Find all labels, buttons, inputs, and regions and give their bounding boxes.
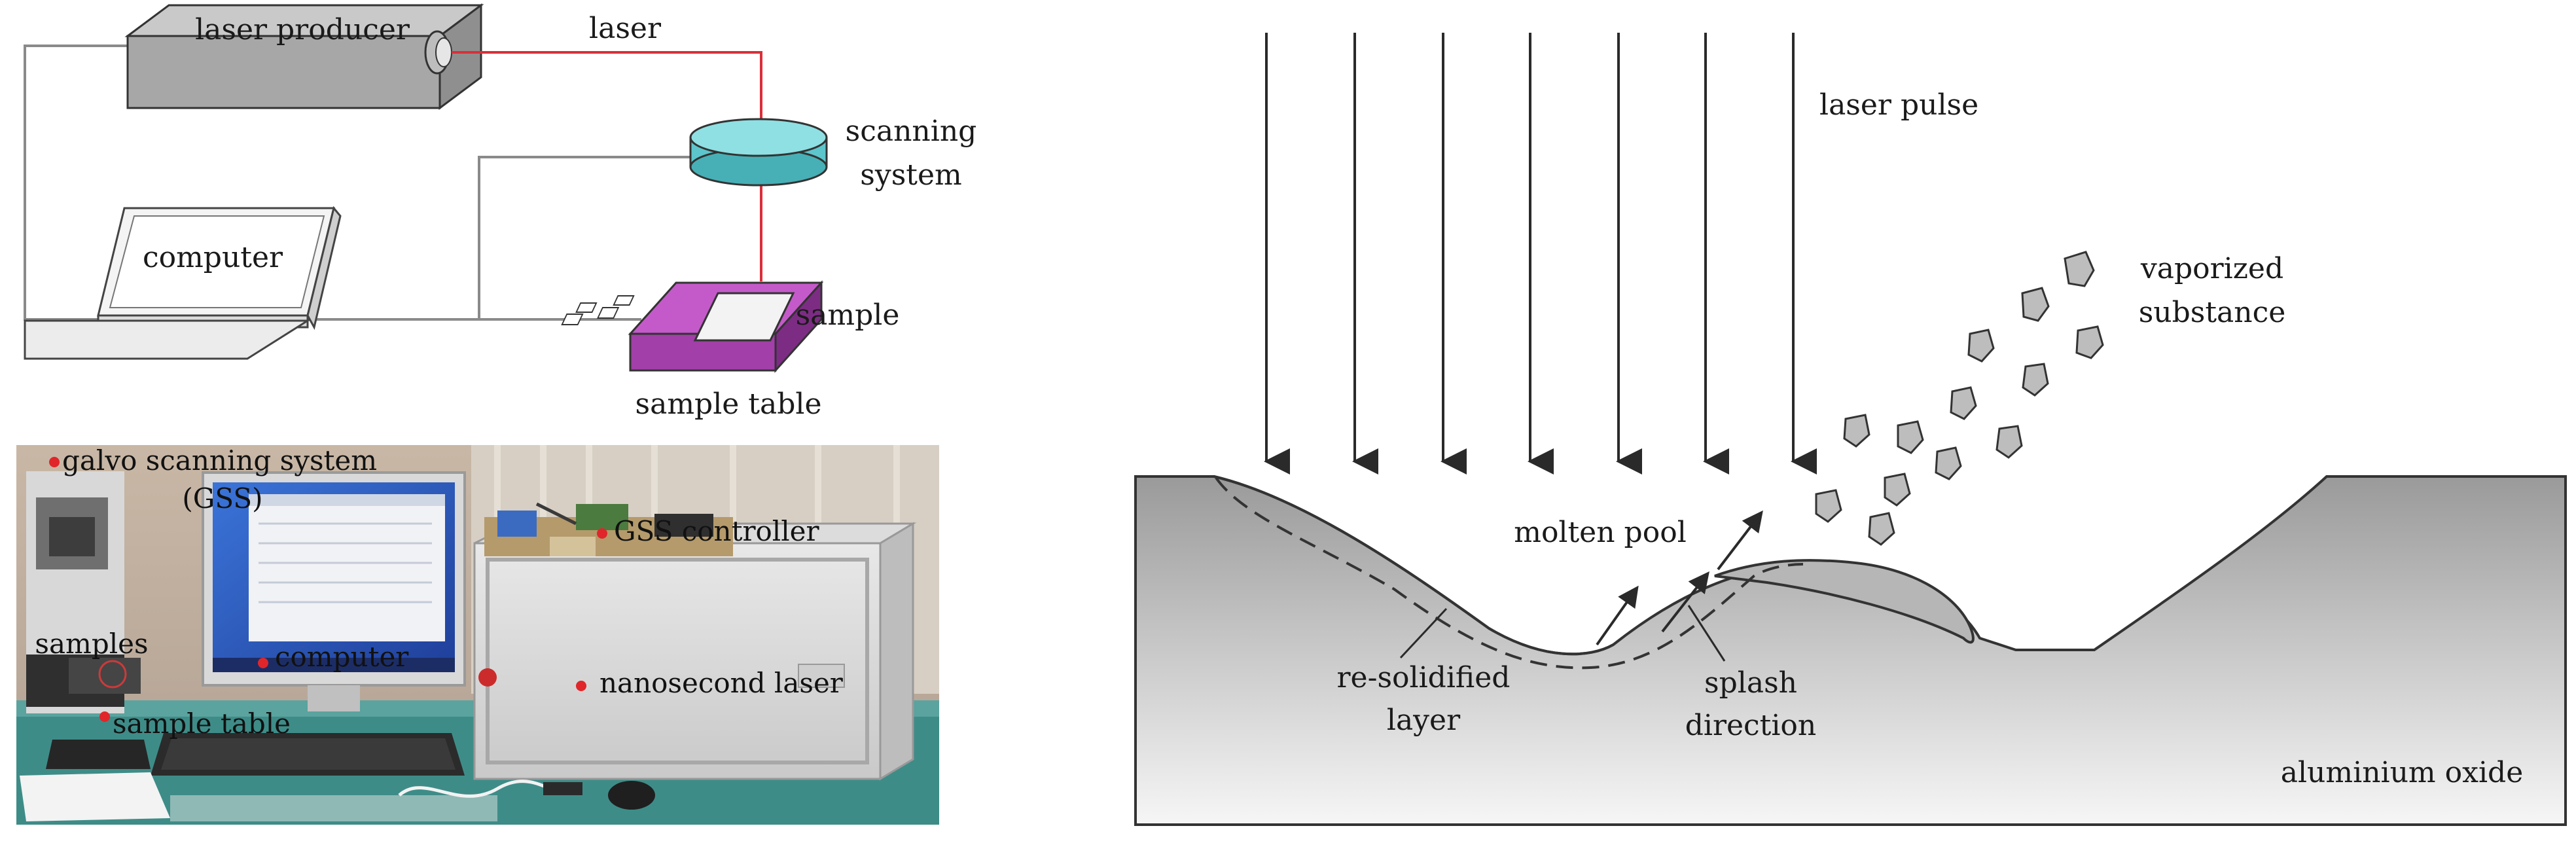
marker-computer (258, 658, 268, 668)
particle (1950, 386, 1977, 420)
computer-laptop (24, 206, 342, 360)
vaporized-particles (1815, 251, 2104, 546)
scanning-system (689, 118, 828, 187)
label-aluminium-oxide: aluminium oxide (2281, 756, 2523, 789)
particle (2022, 363, 2049, 397)
photo-monitor (202, 471, 466, 711)
photo-gss-controller (484, 502, 733, 556)
label-computer: computer (143, 241, 283, 274)
particle (1967, 329, 1995, 363)
label-sample: sample (796, 298, 900, 332)
wire-scanner-to-computer (478, 156, 694, 319)
label-photo-gss-1: galvo scanning system (62, 444, 377, 476)
laser-producer (124, 3, 484, 110)
particle (2064, 251, 2095, 287)
particle (1884, 473, 1911, 507)
label-molten-pool: molten pool (1514, 516, 1687, 549)
particle (2075, 325, 2104, 359)
laser-beam (452, 51, 762, 281)
particle (1843, 414, 1870, 448)
particle (1935, 446, 1962, 480)
label-photo-samples: samples (35, 628, 148, 660)
label-laser-producer: laser producer (195, 13, 410, 46)
particle (1995, 425, 2023, 459)
marker-nanosecond-laser (576, 681, 586, 691)
label-photo-sample-table: sample table (113, 708, 291, 740)
photo-nanosecond-laser (473, 522, 917, 781)
sample-table (561, 280, 824, 373)
label-photo-gss-controller: GSS controller (614, 515, 820, 547)
label-photo-nanosecond-laser: nanosecond laser (599, 667, 844, 699)
sample-plate (561, 292, 795, 342)
splash-arrows (1596, 510, 1763, 646)
setup-schematic: laser producer laser scanning system com… (24, 3, 977, 421)
ablation-diagram: laser pulse vaporized substance molten p… (1134, 33, 2567, 826)
resolidified-boundary (1215, 476, 1804, 670)
label-resolidified-1: re-solidified (1337, 661, 1511, 694)
photo-keyboard (46, 733, 465, 776)
setup-photo: galvo scanning system (GSS) GSS controll… (16, 444, 939, 825)
photo-mouse (608, 781, 655, 810)
label-vaporized-1: vaporized (2140, 252, 2283, 285)
label-scanning-system-2: system (860, 158, 961, 192)
laser-pulse-arrows (1264, 33, 1817, 475)
marker-sample-table (99, 711, 110, 722)
label-photo-gss-2: (GSS) (182, 482, 262, 514)
label-laser: laser (589, 12, 662, 45)
particle (2021, 287, 2050, 322)
label-splash-2: direction (1685, 709, 1817, 742)
label-splash-1: splash (1704, 666, 1797, 700)
particle (1815, 489, 1842, 523)
particle (1897, 420, 1924, 454)
label-laser-pulse: laser pulse (1819, 88, 1978, 122)
particle (1868, 512, 1895, 546)
label-vaporized-2: substance (2139, 296, 2286, 329)
photo-gss (26, 471, 141, 713)
marker-gss (49, 457, 60, 467)
splash-leader (1687, 605, 1726, 662)
label-resolidified-2: layer (1387, 704, 1461, 737)
label-photo-computer: computer (275, 641, 409, 673)
label-scanning-system-1: scanning (846, 115, 977, 148)
marker-gss-controller (597, 528, 607, 539)
molten-lip (1714, 559, 1975, 644)
label-sample-table: sample table (635, 387, 822, 421)
resolidified-leader (1399, 607, 1448, 659)
